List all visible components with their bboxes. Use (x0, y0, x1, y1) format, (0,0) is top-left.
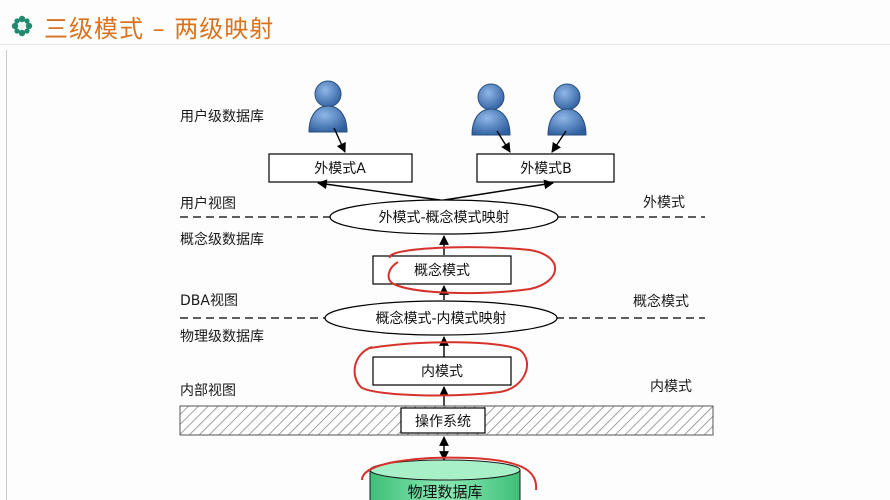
database-cylinder-icon (369, 459, 521, 500)
red-annotation-circle (361, 456, 538, 491)
label-user-db: 用户级数据库 (180, 108, 264, 125)
flower-bullet-icon (11, 15, 33, 37)
box-physical-db-label: 物理数据库 (407, 483, 482, 500)
label-conceptual-schema: 概念模式 (633, 293, 689, 310)
arrow (333, 127, 346, 153)
box-external-a (268, 153, 413, 183)
red-annotation-circle (387, 246, 557, 295)
mapping-ext-concept (329, 199, 559, 235)
title-divider (0, 44, 890, 45)
box-external-a-label: 外模式A (314, 161, 366, 177)
box-os (400, 407, 486, 434)
mapping-concept-internal (324, 300, 558, 336)
arrow (551, 130, 567, 153)
title-row: 三级模式 – 两级映射 (10, 8, 274, 44)
slide-title: 三级模式 – 两级映射 (44, 14, 275, 43)
box-internal-label: 内模式 (421, 364, 463, 380)
mapping-concept-internal-label: 概念模式-内模式映射 (375, 310, 506, 327)
arrow (496, 130, 511, 153)
label-internal-schema: 内模式 (650, 379, 692, 395)
box-conceptual-label: 概念模式 (414, 262, 470, 279)
label-external-schema: 外模式 (643, 195, 685, 211)
slide-left-rule (6, 50, 7, 500)
label-dba-view: DBA视图 (180, 293, 238, 309)
arrow (317, 179, 441, 201)
red-annotation-circle (353, 341, 529, 397)
user-icon (308, 80, 348, 133)
mapping-ext-concept-label: 外模式-概念模式映射 (378, 209, 509, 226)
user-icon (471, 83, 511, 136)
label-internal-view: 内部视图 (180, 383, 236, 399)
label-concept-db: 概念级数据库 (180, 231, 264, 248)
box-external-b-label: 外模式B (520, 161, 572, 177)
box-conceptual (372, 255, 512, 285)
box-os-label: 操作系统 (415, 414, 471, 430)
arrow (443, 179, 554, 201)
box-internal (372, 356, 512, 386)
user-icon (547, 83, 587, 136)
label-physical-db: 物理级数据库 (180, 329, 264, 345)
label-user-view: 用户视图 (180, 195, 236, 212)
